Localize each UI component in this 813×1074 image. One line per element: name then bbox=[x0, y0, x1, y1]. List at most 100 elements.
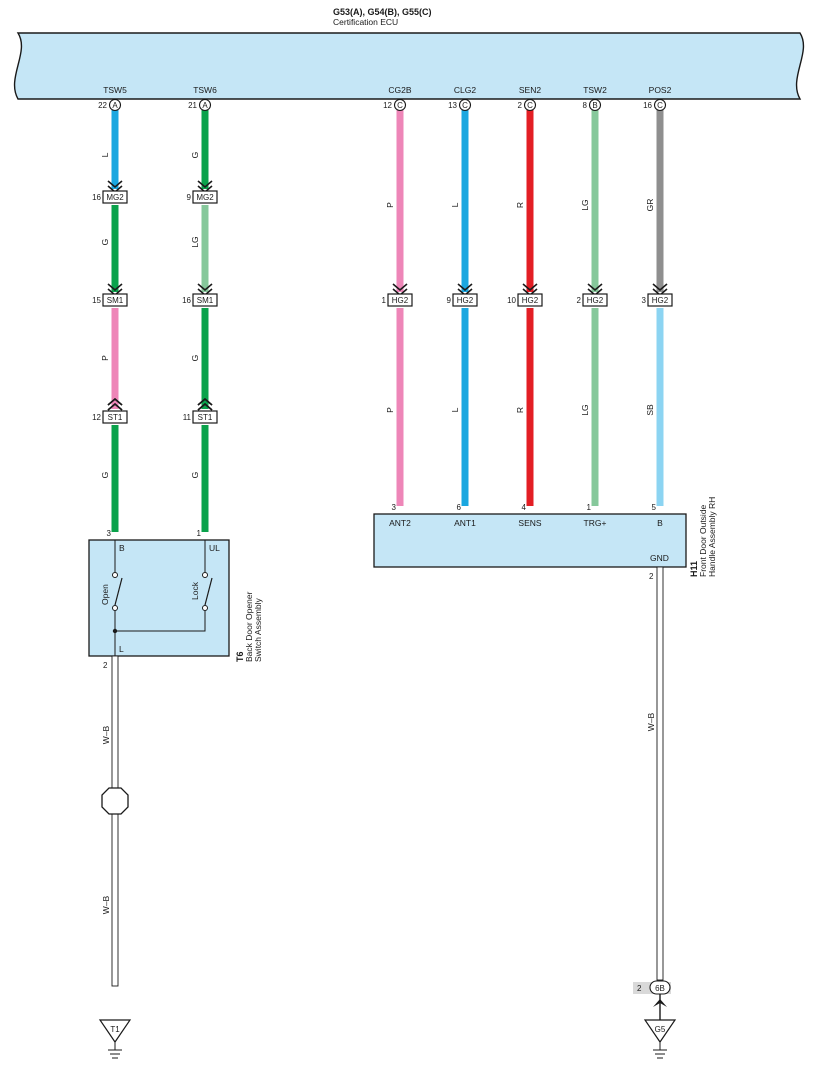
wire-segment bbox=[526, 106, 534, 292]
open-switch-blade bbox=[114, 577, 123, 606]
wire-segment bbox=[396, 106, 404, 292]
wire-color-label: P bbox=[385, 407, 395, 413]
connector-code-circle bbox=[108, 98, 122, 112]
ground-symbol bbox=[98, 1019, 132, 1044]
connector-chevron-icon bbox=[197, 402, 213, 411]
connector-pin-number: 3 bbox=[642, 296, 647, 305]
connector-name: ST1 bbox=[108, 413, 123, 422]
switch-assembly: B UL L Open Lock T6 Back Door Opener Swi… bbox=[88, 539, 263, 662]
connector-arrow-icon bbox=[653, 999, 667, 1007]
switch-contact bbox=[112, 572, 118, 578]
connector-chevron-icon bbox=[392, 283, 408, 292]
connector-pin-number: 9 bbox=[187, 193, 192, 202]
connector-code: A bbox=[202, 101, 208, 110]
connector-chevron-icon bbox=[197, 283, 213, 292]
connector-chevron-icon bbox=[457, 283, 473, 292]
connector-code: C bbox=[397, 101, 403, 110]
connector-name: MG2 bbox=[196, 193, 214, 202]
ecu-pin-name: POS2 bbox=[649, 85, 672, 95]
t6-ground-circuit: 2 W–B W–B T1 bbox=[98, 655, 132, 1059]
handle-assembly-name-2: Handle Assembly RH bbox=[707, 497, 717, 577]
wire-color-label: W–B bbox=[101, 895, 111, 914]
inline-connector bbox=[387, 293, 413, 307]
wire-segment bbox=[201, 106, 209, 189]
wire-color-label: G bbox=[190, 472, 200, 479]
wire-layer: LGPGMG216SM115ST1123GLGGGMG29SM116ST1111… bbox=[92, 106, 673, 538]
ecu-pin-number: 13 bbox=[448, 101, 457, 110]
pin-number: 4 bbox=[522, 503, 527, 512]
ecu-pin-name: SEN2 bbox=[519, 85, 541, 95]
terminal-label: B bbox=[657, 518, 663, 528]
connector-pin-number: 11 bbox=[183, 413, 192, 422]
ecu-pin-name: TSW5 bbox=[103, 85, 127, 95]
ecu-body bbox=[13, 32, 805, 100]
connector-pin-number: 12 bbox=[92, 413, 101, 422]
terminal-label: TRG+ bbox=[584, 518, 607, 528]
ground-label: G5 bbox=[655, 1025, 666, 1034]
pin-number: 3 bbox=[392, 503, 397, 512]
ecu-pin-name: CLG2 bbox=[454, 85, 476, 95]
wire-color-label: G bbox=[190, 355, 200, 362]
connector-code-circle bbox=[523, 98, 537, 112]
wire-color-label: G bbox=[100, 472, 110, 479]
w-b-wire bbox=[656, 566, 664, 981]
pin-number: 3 bbox=[107, 529, 112, 538]
wire-segment bbox=[111, 308, 119, 409]
connector-code-circle bbox=[393, 98, 407, 112]
connector-code: B bbox=[592, 101, 597, 110]
pin-number: 1 bbox=[587, 503, 592, 512]
inline-connector bbox=[647, 293, 673, 307]
inline-connector bbox=[102, 190, 128, 204]
wire-segment bbox=[461, 106, 469, 292]
wire-color-label: LG bbox=[190, 236, 200, 247]
wire-segment bbox=[656, 106, 664, 292]
connector-pin-number: 2 bbox=[577, 296, 582, 305]
ecu-pin-number: 21 bbox=[188, 101, 197, 110]
connector-name: SM1 bbox=[197, 296, 214, 305]
ecu-pin-name: TSW2 bbox=[583, 85, 607, 95]
connector-name: ST1 bbox=[198, 413, 213, 422]
wire-color-label: L bbox=[450, 202, 460, 207]
connector-name: HG2 bbox=[587, 296, 604, 305]
wire-color-label: G bbox=[100, 239, 110, 246]
wire-color-label: R bbox=[515, 407, 525, 413]
wire-segment bbox=[111, 425, 119, 532]
connector-pin-number: 16 bbox=[182, 296, 191, 305]
pin-number: 2 bbox=[103, 661, 108, 670]
wire-segment bbox=[526, 308, 534, 506]
wire-color-label: LG bbox=[580, 199, 590, 210]
switch-contact bbox=[202, 572, 208, 578]
connector-code: C bbox=[462, 101, 468, 110]
inline-connector bbox=[192, 293, 218, 307]
wire-segment bbox=[461, 308, 469, 506]
wire-color-label: W–B bbox=[101, 725, 111, 744]
switch-assembly-id: T6 bbox=[235, 651, 245, 662]
inline-connector bbox=[192, 190, 218, 204]
connector-chevron-icon bbox=[107, 180, 123, 189]
terminal-l-label: L bbox=[119, 644, 124, 654]
switch-lock-label: Lock bbox=[190, 581, 200, 600]
ground-symbol bbox=[643, 1019, 677, 1044]
connector-code: C bbox=[527, 101, 533, 110]
h11-ground-circuit: 2 W–B 2 6B G5 bbox=[633, 566, 677, 1059]
splice-point bbox=[101, 787, 129, 815]
switch-junction bbox=[112, 628, 118, 634]
wire-segment bbox=[201, 425, 209, 532]
connector-chevron-icon bbox=[197, 397, 213, 406]
connector-name: HG2 bbox=[457, 296, 474, 305]
switch-assembly-name-2: Switch Assembly bbox=[253, 597, 263, 662]
pin-number: 1 bbox=[197, 529, 202, 538]
switch-open-label: Open bbox=[100, 584, 110, 605]
connector-chevron-icon bbox=[197, 180, 213, 189]
connector-pin-number: 1 bbox=[382, 296, 387, 305]
connector-code: C bbox=[657, 101, 663, 110]
ecu-title: G53(A), G54(B), G55(C) bbox=[333, 7, 432, 17]
wire-segment bbox=[591, 308, 599, 506]
